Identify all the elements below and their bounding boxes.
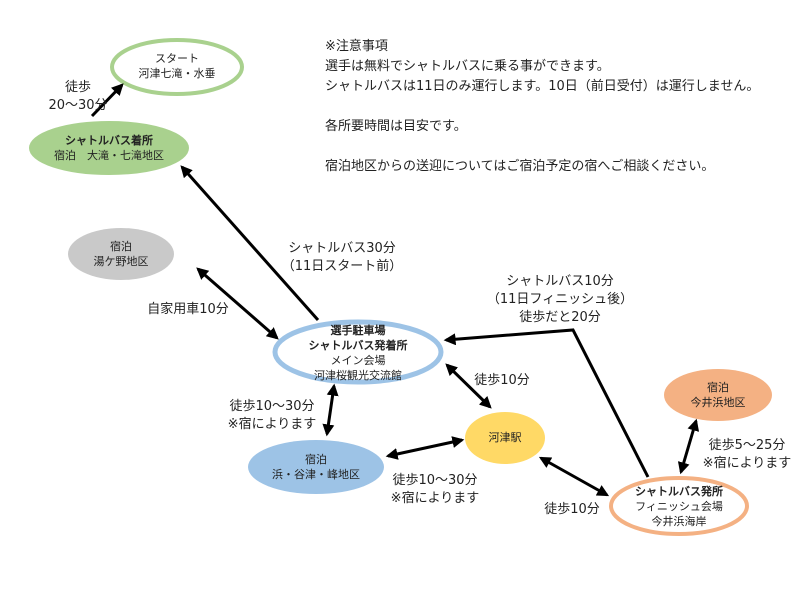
bus10-label: シャトルバス10分 （11日フィニッシュ後） 徒歩だと20分: [485, 273, 635, 327]
yugano-node-shape: [68, 228, 174, 280]
walk-hama-station-label-line1: 徒歩10〜30分: [392, 473, 478, 488]
imaihama-node-location: 今井浜地区: [690, 396, 746, 409]
finish-node: シャトルバス発所 フィニッシュ会場 今井浜海岸: [611, 484, 747, 529]
imaihama-node-title: 宿泊: [707, 381, 729, 394]
bus10-label-line2: （11日フィニッシュ後）: [486, 292, 634, 307]
arrow-car-yugano-main: [196, 267, 279, 340]
hama-node: 宿泊 浜・谷津・峰地区: [248, 452, 384, 482]
yugano-node-location: 湯ケ野地区: [93, 255, 149, 268]
arrow-station-finish: [538, 456, 610, 497]
notes-line-3: 各所要時間は目安です。: [325, 119, 467, 134]
walk-imai-label-line1: 徒歩5〜25分: [708, 438, 786, 453]
notes-block: ※注意事項 選手は無料でシャトルバスに乗る事ができます。 シャトルバスは11日の…: [325, 37, 759, 177]
finish-node-venue: フィニッシュ会場: [635, 500, 723, 513]
start-node-title: スタート: [155, 52, 199, 65]
finish-node-shape: [609, 476, 749, 536]
notes-line-1: 選手は無料でシャトルバスに乗る事ができます。: [325, 59, 610, 74]
hama-node-location: 浜・谷津・峰地区: [272, 468, 360, 481]
station-node-shape: [465, 412, 545, 464]
walk-start-label: 徒歩 20〜30分: [48, 79, 108, 115]
arrow-hama-station: [385, 436, 465, 460]
arrival-node-location: 宿泊 大滝・七滝地区: [54, 149, 164, 162]
walk-finish-label-line1: 徒歩10分: [544, 502, 600, 517]
walk-hama-label-line2: ※宿によります: [227, 417, 317, 432]
notes-heading: ※注意事項: [325, 39, 388, 54]
arrival-node-shape: [29, 121, 189, 175]
notes-line-4: 宿泊地区からの送迎についてはご宿泊予定の宿へご相談ください。: [325, 159, 715, 174]
start-node-location: 河津七滝・水垂: [138, 67, 216, 80]
walk-finish-label: 徒歩10分: [537, 501, 607, 519]
walk-start-label-line2: 20〜30分: [48, 98, 108, 113]
arrow-bus-main-to-arrival: [180, 165, 320, 321]
walk-imai-label-line2: ※宿によります: [702, 456, 792, 471]
imaihama-node: 宿泊 今井浜地区: [664, 380, 772, 410]
walk-station-label-line1: 徒歩10分: [474, 373, 530, 388]
arrow-main-station: [445, 363, 492, 409]
arrow-main-hama: [322, 383, 339, 437]
arrow-walk-to-start: [90, 83, 124, 118]
station-node: 河津駅: [465, 430, 545, 445]
bus30-label: シャトルバス30分 （11日スタート前）: [272, 240, 412, 276]
car-label: 自家用車10分: [133, 301, 243, 319]
walk-start-label-line1: 徒歩: [64, 80, 91, 95]
car-label-line1: 自家用車10分: [147, 302, 229, 317]
start-node: スタート 河津七滝・水垂: [112, 51, 242, 81]
finish-node-title: シャトルバス発所: [635, 485, 723, 498]
arrow-finish-imaihama: [677, 418, 700, 475]
hama-node-title: 宿泊: [305, 453, 327, 466]
main-node-venue: メイン会場: [330, 354, 386, 367]
walk-hama-station-label: 徒歩10〜30分 ※宿によります: [385, 472, 485, 508]
main-node-location: 河津桜観光交流館: [314, 369, 402, 382]
imaihama-node-shape: [664, 369, 772, 421]
main-node-title-1: 選手駐車場: [330, 324, 386, 337]
bus30-label-line2: （11日スタート前）: [281, 259, 403, 274]
main-node: 選手駐車場 シャトルバス発着所 メイン会場 河津桜観光交流館: [275, 323, 441, 383]
start-node-shape: [110, 38, 244, 96]
main-node-shape: [272, 319, 444, 385]
hama-node-shape: [248, 440, 384, 494]
walk-imai-label: 徒歩5〜25分 ※宿によります: [697, 437, 797, 473]
arrival-node: シャトルバス着所 宿泊 大滝・七滝地区: [30, 133, 188, 163]
main-node-title-2: シャトルバス発着所: [308, 339, 408, 352]
arrival-node-title: シャトルバス着所: [65, 134, 153, 147]
bus30-label-line1: シャトルバス30分: [288, 241, 396, 256]
station-node-title: 河津駅: [488, 431, 522, 444]
walk-hama-label: 徒歩10〜30分 ※宿によります: [222, 398, 322, 434]
yugano-node: 宿泊 湯ケ野地区: [68, 239, 174, 269]
walk-station-label: 徒歩10分: [467, 372, 537, 390]
walk-hama-label-line1: 徒歩10〜30分: [229, 399, 315, 414]
yugano-node-title: 宿泊: [110, 240, 132, 253]
arrow-bus-finish-to-main: [443, 328, 650, 478]
walk-hama-station-label-line2: ※宿によります: [390, 491, 480, 506]
notes-line-2: シャトルバスは11日のみ運行します。10日（前日受付）は運行しません。: [325, 79, 760, 94]
finish-node-location: 今井浜海岸: [651, 515, 707, 528]
bus10-label-line3: 徒歩だと20分: [519, 310, 601, 325]
bus10-label-line1: シャトルバス10分: [506, 274, 614, 289]
